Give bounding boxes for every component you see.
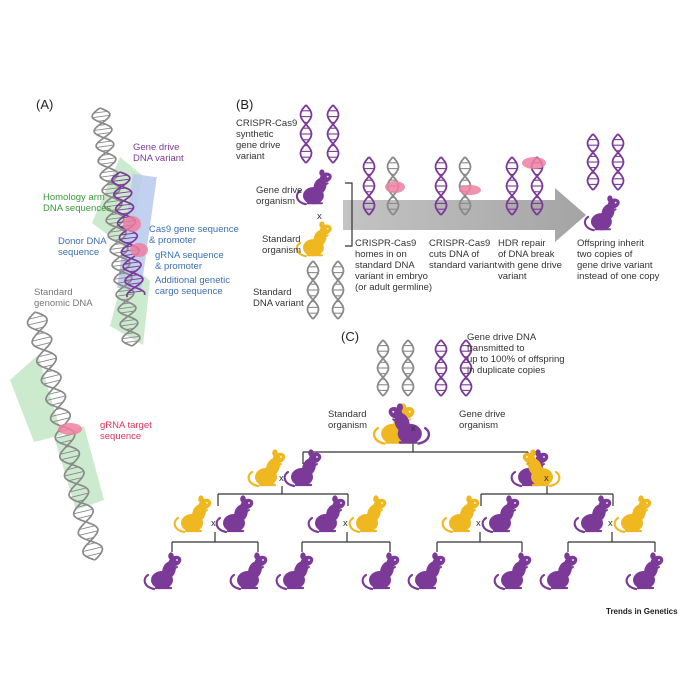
step-cut-label: CRISPR-Cas9 cuts DNA of standard variant <box>429 238 498 271</box>
rodent-icon <box>441 495 480 534</box>
dna-double-helix-icon <box>434 156 448 216</box>
rodent-icon <box>583 195 620 232</box>
standard-variant-label: Standard DNA variant <box>253 287 304 309</box>
cross-bracket <box>345 182 353 247</box>
dna-double-helix-icon <box>459 339 473 397</box>
dna-double-helix-icon <box>611 133 625 191</box>
rodent-icon <box>625 552 664 591</box>
gene-drive-variant-label: Gene drive DNA variant <box>133 142 184 164</box>
rodent-icon <box>173 495 212 534</box>
rodent-icon <box>275 552 314 591</box>
donor-dna-label: Donor DNA sequence <box>58 236 107 258</box>
standard-genomic-dna-label: Standard genomic DNA <box>34 287 93 309</box>
homology-arm-box-target-top <box>10 355 62 442</box>
gene-drive-organism-label-c: Gene drive organism <box>459 409 506 431</box>
dna-double-helix-icon <box>326 104 340 164</box>
cross-gen2-2: x <box>343 518 348 529</box>
panel-a-label: (A) <box>36 97 54 112</box>
journal-credit: Trends in Genetics <box>606 607 678 616</box>
dna-double-helix-icon <box>401 339 415 397</box>
homing-marker <box>385 181 405 193</box>
rodent-icon <box>522 449 561 488</box>
rodent-icon <box>388 403 431 445</box>
standard-organism-label-b: Standard organism <box>262 234 302 256</box>
cross-gen1-right: x <box>544 473 549 484</box>
cut-marker <box>459 185 481 195</box>
gene-drive-helix-purple <box>111 171 146 298</box>
cross-symbol-b: x <box>317 211 322 222</box>
standard-organism-label-c: Standard organism <box>328 409 368 431</box>
cross-gen2-4: x <box>608 518 613 529</box>
rodent-icon <box>247 449 286 488</box>
panel-b-label: (B) <box>236 97 254 112</box>
rodent-icon <box>295 169 332 206</box>
dna-double-helix-icon <box>586 133 600 191</box>
rodent-icon <box>295 221 332 258</box>
step-homing-label: CRISPR-Cas9 homes in on standard DNA var… <box>355 238 433 293</box>
repair-marker <box>522 157 546 169</box>
rodent-icon <box>407 552 446 591</box>
rodent-icon <box>348 495 387 534</box>
dna-double-helix-icon <box>362 156 376 216</box>
panel-c-label: (C) <box>341 329 360 344</box>
homology-arm-label: Homology arm DNA sequences <box>43 192 112 214</box>
cross-gen2-3: x <box>476 518 481 529</box>
cross-gen2-1: x <box>211 518 216 529</box>
offspring-label: Offspring inherit two copies of gene dri… <box>577 238 660 282</box>
gene-drive-helix-top <box>91 107 141 347</box>
step-repair-label: HDR repair of DNA break with gene drive … <box>498 238 562 282</box>
crispr-variant-label: CRISPR-Cas9 synthetic gene drive variant <box>236 118 298 162</box>
cas9-label: Cas9 gene sequence & promoter <box>149 224 239 246</box>
rodent-icon <box>493 552 532 591</box>
gene-drive-organism-label-b: Gene drive organism <box>256 185 303 207</box>
cargo-label: Additional genetic cargo sequence <box>155 275 230 297</box>
dna-double-helix-icon <box>306 260 320 320</box>
rodent-icon <box>573 495 612 534</box>
rodent-icon <box>361 552 400 591</box>
transmitted-label: Gene drive DNA transmitted to up to 100%… <box>467 332 565 376</box>
dna-double-helix-icon <box>505 156 519 216</box>
rodent-icon <box>613 495 652 534</box>
cross-symbol-c: x <box>411 423 416 434</box>
grna-sequence-label: gRNA sequence & promoter <box>155 250 224 272</box>
rodent-icon <box>307 495 346 534</box>
cross-gen1-left: x <box>279 473 284 484</box>
dna-double-helix-icon <box>376 339 390 397</box>
grna-target-marker <box>58 423 82 435</box>
dna-double-helix-icon <box>299 104 313 164</box>
rodent-icon <box>539 552 578 591</box>
dna-double-helix-icon <box>331 260 345 320</box>
grna-target-label: gRNA target sequence <box>100 420 152 442</box>
rodent-icon <box>283 449 322 488</box>
grna-marker <box>130 243 148 257</box>
rodent-icon <box>229 552 268 591</box>
cas9-marker <box>123 216 141 232</box>
dna-double-helix-icon <box>434 339 448 397</box>
rodent-icon <box>481 495 520 534</box>
rodent-icon <box>143 552 182 591</box>
rodent-icon <box>215 495 254 534</box>
